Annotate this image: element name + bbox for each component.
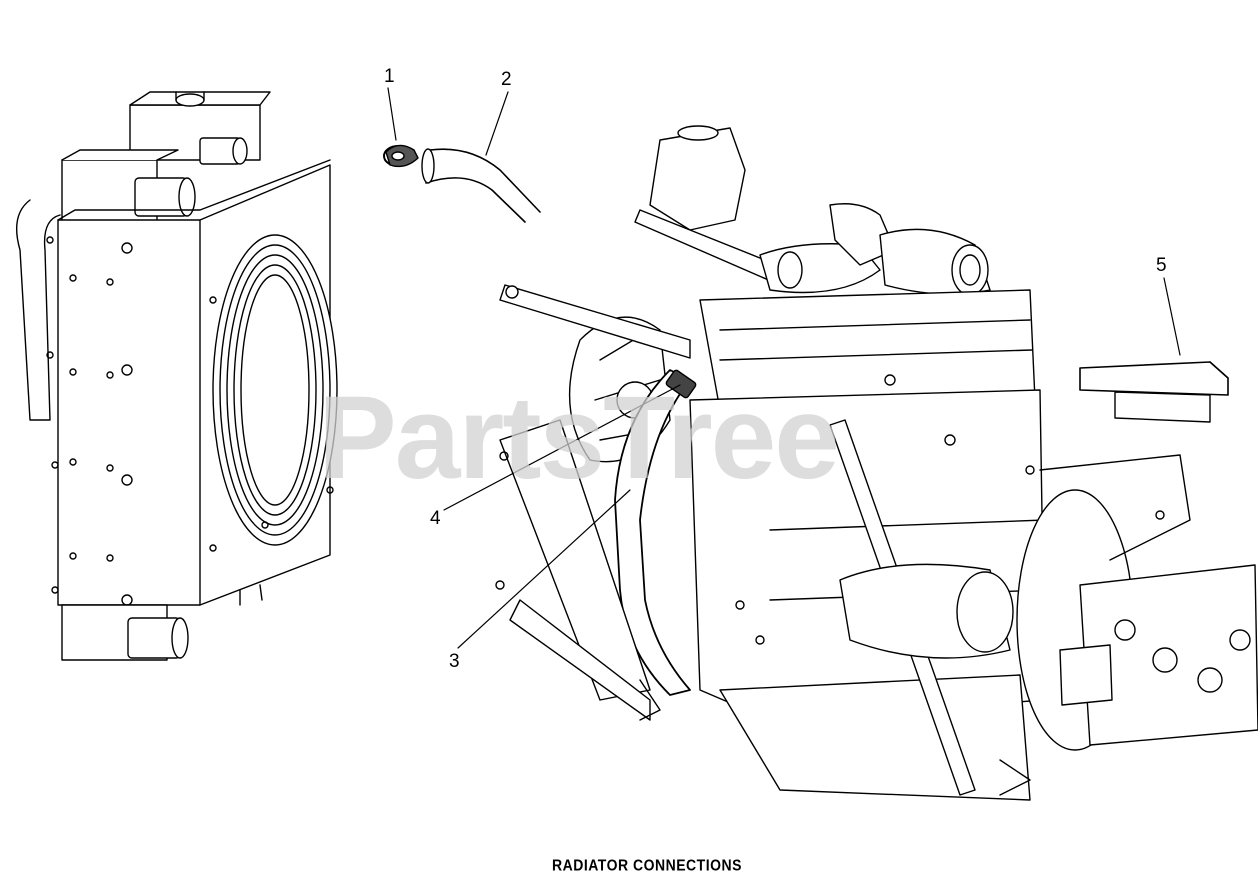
cover-plate-part-5: [1079, 277, 1229, 423]
upper-hose-part-2: [421, 91, 541, 223]
callout-5[interactable]: 5: [1156, 255, 1167, 276]
callout-2[interactable]: 2: [501, 69, 512, 90]
watermark-text: PartsTree: [318, 372, 840, 504]
callout-4[interactable]: 4: [430, 508, 441, 529]
callout-3[interactable]: 3: [449, 651, 460, 672]
callout-1[interactable]: 1: [384, 66, 395, 87]
radiator: [16, 91, 338, 661]
hose-clamp-part-1: [383, 87, 419, 168]
diagram-caption: RADIATOR CONNECTIONS: [552, 856, 742, 874]
leader-line-3: [457, 489, 631, 649]
lower-hose-part-3: [614, 369, 691, 696]
engine: [495, 125, 1258, 801]
hose-clamp-part-4: [665, 369, 697, 399]
leader-line-4: [443, 384, 681, 511]
